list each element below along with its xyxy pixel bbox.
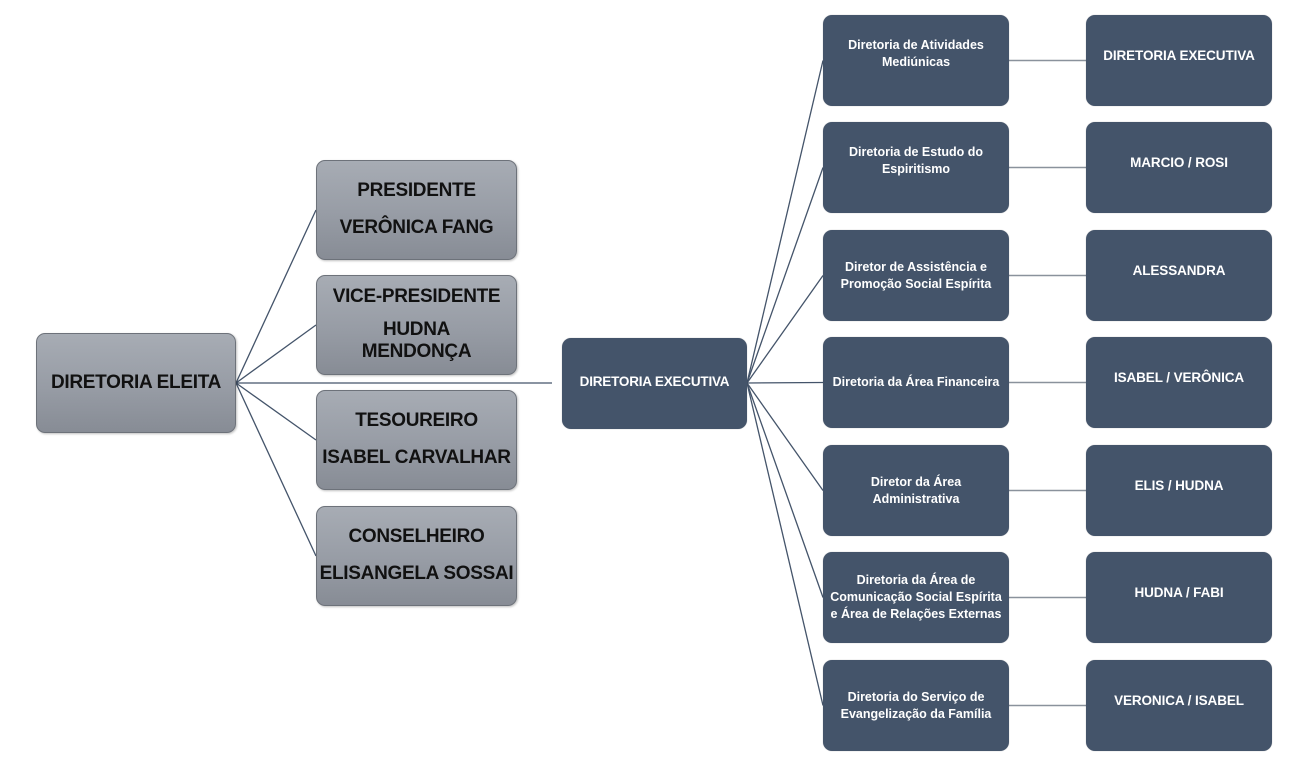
department-node[interactable]: Diretoria da Área Financeira: [823, 337, 1009, 428]
member-name: ELISANGELA SOSSAI: [319, 563, 514, 584]
executive-node[interactable]: DIRETORIA EXECUTIVA: [562, 338, 747, 429]
assignee-name: MARCIO / ROSI: [1130, 155, 1228, 170]
elected-node-conselheiro[interactable]: CONSELHEIRO ELISANGELA SOSSAI: [316, 506, 517, 606]
elected-node-presidente[interactable]: PRESIDENTE VERÔNICA FANG: [316, 160, 517, 260]
assignee-node[interactable]: ELIS / HUDNA: [1086, 445, 1272, 536]
department-name: Diretor da Área Administrativa: [870, 474, 962, 506]
department-name: Diretoria da Área de Comunicação Social …: [830, 573, 1002, 621]
department-node[interactable]: Diretoria de Estudo do Espiritismo: [823, 122, 1009, 213]
department-name: Diretoria de Atividades Mediúnicas: [848, 37, 984, 69]
member-name-line1: HUDNA: [382, 318, 451, 340]
connector-root-conselheiro: [235, 382, 317, 557]
assignee-name: ELIS / HUDNA: [1134, 478, 1224, 493]
department-node[interactable]: Diretor de Assistência e Promoção Social…: [823, 230, 1009, 321]
assignee-node[interactable]: ALESSANDRA: [1086, 230, 1272, 321]
role-label: PRESIDENTE: [357, 180, 476, 202]
assignee-node[interactable]: VERONICA / ISABEL: [1086, 660, 1272, 751]
member-name: VERÔNICA FANG: [339, 217, 494, 238]
connector-executive-department: [746, 167, 824, 384]
root-label: DIRETORIA ELEITA: [50, 372, 222, 393]
connector-executive-department: [746, 382, 824, 706]
member-name-line2: MENDONÇA: [361, 341, 472, 363]
elected-node-vice-presidente[interactable]: VICE-PRESIDENTE HUDNA MENDONÇA: [316, 275, 517, 375]
department-node[interactable]: Diretoria de Atividades Mediúnicas: [823, 15, 1009, 106]
assignee-name: ISABEL / VERÔNICA: [1113, 370, 1245, 385]
root-node-diretoria-eleita[interactable]: DIRETORIA ELEITA: [36, 333, 236, 433]
member-name: ISABEL CARVALHAR: [322, 447, 511, 468]
department-name: Diretor de Assistência e Promoção Social…: [840, 259, 992, 291]
elected-node-tesoureiro[interactable]: TESOUREIRO ISABEL CARVALHAR: [316, 390, 517, 490]
role-label: TESOUREIRO: [355, 410, 478, 432]
department-name: Diretoria do Serviço de Evangelização da…: [840, 689, 992, 721]
role-label: CONSELHEIRO: [348, 526, 485, 548]
connector-executive-department: [746, 381, 824, 384]
connector-root-tesoureiro: [235, 382, 317, 441]
connector-root-presidente: [235, 209, 317, 384]
assignee-name: VERONICA / ISABEL: [1114, 693, 1244, 708]
executive-label: DIRETORIA EXECUTIVA: [579, 374, 730, 389]
assignee-name: ALESSANDRA: [1132, 263, 1226, 278]
assignee-node[interactable]: DIRETORIA EXECUTIVA: [1086, 15, 1272, 106]
department-name: Diretoria da Área Financeira: [832, 375, 1000, 390]
connector-root-vice: [235, 324, 317, 384]
assignee-node[interactable]: HUDNA / FABI: [1086, 552, 1272, 643]
connector-executive-department: [746, 382, 824, 491]
assignee-node[interactable]: MARCIO / ROSI: [1086, 122, 1272, 213]
department-node[interactable]: Diretoria da Área de Comunicação Social …: [823, 552, 1009, 643]
department-node[interactable]: Diretor da Área Administrativa: [823, 445, 1009, 536]
assignee-name: DIRETORIA EXECUTIVA: [1103, 48, 1255, 63]
department-node[interactable]: Diretoria do Serviço de Evangelização da…: [823, 660, 1009, 751]
assignee-node[interactable]: ISABEL / VERÔNICA: [1086, 337, 1272, 428]
connector-executive-department: [746, 275, 824, 384]
connector-executive-department: [746, 60, 824, 384]
connector-executive-department: [746, 382, 824, 598]
assignee-name: HUDNA / FABI: [1134, 585, 1224, 600]
role-label: VICE-PRESIDENTE: [332, 285, 501, 307]
department-name: Diretoria de Estudo do Espiritismo: [848, 144, 984, 176]
